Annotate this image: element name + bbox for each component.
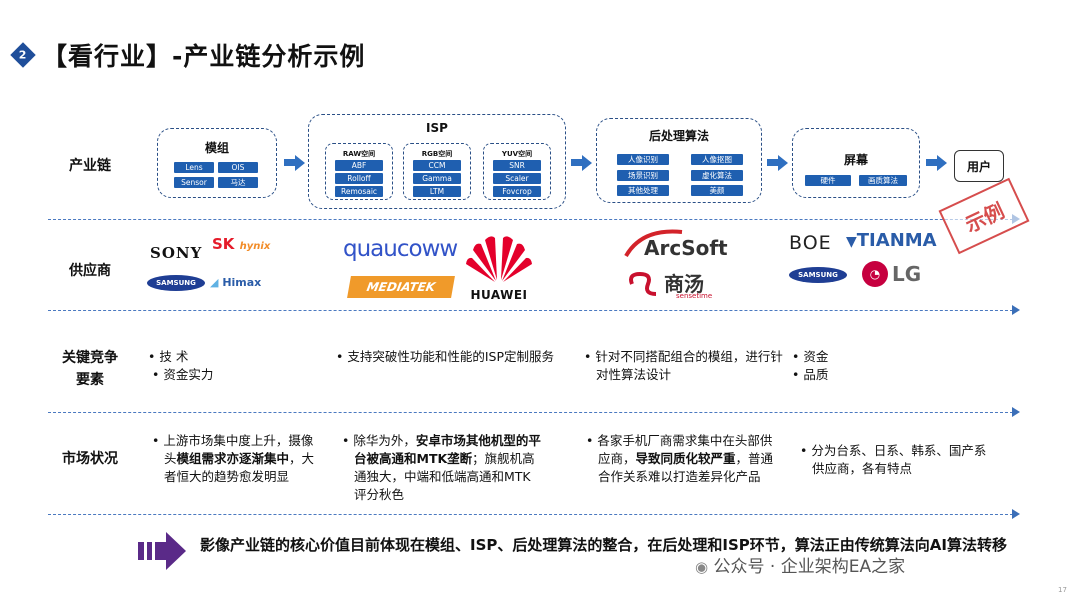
tianma-mark-icon: ▼ — [846, 234, 857, 250]
watermark: ◉ 公众号 · 企业架构EA之家 — [695, 557, 906, 577]
huawei-petals-icon — [466, 236, 532, 282]
competition-col-1: • 技 术 • 资金实力 — [148, 348, 268, 384]
chip: 马达 — [218, 177, 258, 188]
competition-col-2: • 支持突破性功能和性能的ISP定制服务 — [336, 349, 555, 364]
lg-logo: ◔ LG — [862, 260, 932, 288]
page-number: 17 — [1058, 586, 1067, 594]
flow-arrow-shaft — [284, 159, 296, 166]
row-label-chain: 产业链 — [69, 158, 111, 174]
group-title: ISP — [426, 121, 448, 135]
subgroup-title: YUV空间 — [501, 150, 533, 158]
flow-arrow-icon — [582, 155, 592, 171]
arcsoft-swoosh-icon — [624, 229, 683, 258]
chip: 画质算法 — [859, 175, 907, 186]
chip: ABF — [335, 160, 383, 171]
flow-arrow-icon — [295, 155, 305, 171]
separator-line — [48, 412, 1013, 413]
page-title: 【看行业】-产业链分析示例 — [42, 42, 366, 71]
separator-line — [48, 514, 1013, 515]
arcsoft-logo: ArcSoft — [622, 226, 728, 262]
bullet-item: • 技 术 — [148, 349, 189, 364]
chip: 其他处理 — [617, 185, 669, 196]
sk-logo-text: SK — [212, 235, 235, 253]
bullet-item: • 资金 — [792, 349, 829, 364]
chip: 人像抠图 — [691, 154, 743, 165]
chip: OIS — [218, 162, 258, 173]
market-col-3: • 各家手机厂商需求集中在头部供应商，导致同质化较严重，普通合作关系难以打造差异… — [586, 433, 774, 484]
row-label-suppliers: 供应商 — [69, 263, 111, 279]
tianma-logo: ▼TIANMA — [846, 230, 937, 251]
bullet-item: • 品质 — [792, 367, 829, 382]
user-box: 用户 — [954, 150, 1004, 182]
separator-line — [48, 219, 1013, 220]
chip: 场景识别 — [617, 170, 669, 181]
example-stamp: 示例 — [938, 177, 1030, 255]
section-number-badge: 2 — [10, 42, 36, 68]
competition-col-4: • 资金 • 品质 — [792, 348, 912, 384]
separator-arrow-icon — [1012, 305, 1020, 315]
isp-raw-space: RAW空间 ABF Rolloff Remosaic — [325, 143, 393, 200]
flow-arrow-shaft — [767, 159, 779, 166]
chip: 虚化算法 — [691, 170, 743, 181]
boe-logo: BOE — [789, 232, 832, 254]
himax-mark-icon: ◢ — [210, 276, 219, 289]
lg-face-icon: ◔ — [862, 261, 888, 287]
chip: LTM — [413, 186, 461, 197]
subgroup-title: RAW空间 — [342, 150, 376, 158]
chip: CCM — [413, 160, 461, 171]
chip: Sensor — [174, 177, 214, 188]
market-col-1: • 上游市场集中度上升，摄像头模组需求亦逐渐集中，大者恒大的趋势愈发明显 — [152, 433, 315, 484]
flow-arrow-shaft — [926, 159, 938, 166]
row-label-market: 市场状况 — [62, 451, 118, 467]
group-title: 后处理算法 — [648, 129, 709, 143]
group-title: 模组 — [204, 141, 229, 155]
group-title: 屏幕 — [843, 153, 868, 167]
isp-rgb-space: RGB空间 CCM Gamma LTM — [403, 143, 471, 200]
himax-logo: ◢ Himax — [210, 276, 262, 289]
chip: 美颜 — [691, 185, 743, 196]
competition-col-3: • 针对不同搭配组合的模组，进行针对性算法设计 — [584, 349, 783, 382]
separator-arrow-icon — [1012, 509, 1020, 519]
chip: Scaler — [493, 173, 541, 184]
sensetime-logo: 商汤 sensetime — [626, 268, 726, 302]
flow-arrow-icon — [778, 155, 788, 171]
chain-group-module: 模组 Lens OIS Sensor 马达 — [157, 128, 277, 198]
callout-arrow-icon — [138, 532, 186, 570]
flow-arrow-shaft — [571, 159, 583, 166]
samsung-logo: SAMSUNG — [147, 275, 205, 291]
chip: Rolloff — [335, 173, 383, 184]
chip: Remosaic — [335, 186, 383, 197]
subgroup-title: RGB空间 — [421, 150, 453, 158]
isp-yuv-space: YUV空间 SNR Scaler Fovcrop — [483, 143, 551, 200]
chain-group-screen: 屏幕 硬件 画质算法 — [792, 128, 920, 198]
sk-hynix-logo: SK hynix — [212, 235, 270, 253]
chain-group-isp: ISP RAW空间 ABF Rolloff Remosaic RGB空间 CCM… — [308, 114, 566, 209]
hynix-logo-text: hynix — [239, 241, 271, 252]
samsung-display-logo: SAMSUNG — [789, 267, 847, 283]
market-col-4: • 分为台系、日系、韩系、国产系供应商，各有特点 — [800, 443, 987, 476]
chip: 人像识别 — [617, 154, 669, 165]
flow-arrow-icon — [937, 155, 947, 171]
chip: Gamma — [413, 173, 461, 184]
qualcomm-logo: quaucoww — [343, 236, 458, 262]
chip: Lens — [174, 162, 214, 173]
chain-group-post-processing: 后处理算法 人像识别 人像抠图 场景识别 虚化算法 其他处理 美颜 — [596, 118, 762, 203]
mediatek-logo: MEDIATEK — [347, 276, 455, 298]
row-label-competition: 关键竞争要素 — [62, 350, 118, 388]
separator-arrow-icon — [1012, 407, 1020, 417]
sensetime-mark-icon — [629, 271, 657, 296]
conclusion-text: 影像产业链的核心价值目前体现在模组、ISP、后处理算法的整合，在后处理和ISP环… — [200, 536, 1007, 554]
bullet-item: • 资金实力 — [152, 367, 214, 382]
title-row: 2 【看行业】-产业链分析示例 — [10, 36, 365, 74]
chip: Fovcrop — [493, 186, 541, 197]
huawei-logo: HUAWEI — [463, 232, 535, 302]
chip: SNR — [493, 160, 541, 171]
sony-logo: SONY — [150, 244, 203, 262]
market-col-2: • 除华为外，安卓市场其他机型的平台被高通和MTK垄断；旗舰机高通独大，中端和低… — [342, 433, 541, 502]
chip: 硬件 — [805, 175, 851, 186]
wechat-icon: ◉ — [695, 558, 709, 576]
separator-line — [48, 310, 1013, 311]
